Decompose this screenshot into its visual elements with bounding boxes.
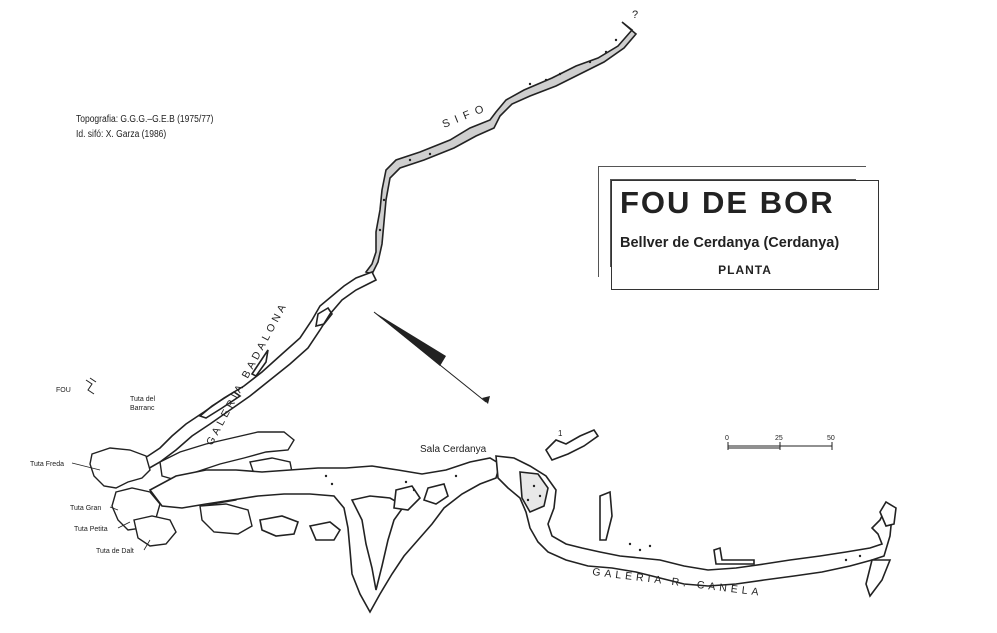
label-tuta-freda: Tuta Freda (30, 461, 64, 468)
label-tuta-petita: Tuta Petita (74, 526, 108, 533)
sediment-stipple (324, 38, 862, 562)
north-arrow-icon (373, 311, 490, 404)
entrance-symbol-icon (85, 377, 97, 395)
label-fou: FOU (56, 387, 71, 394)
label-sala-cerdanya: Sala Cerdanya (420, 444, 487, 455)
label-tuta-gran: Tuta Gran (70, 505, 101, 512)
map-view-type: PLANTA (718, 263, 772, 277)
scale-bar (727, 442, 833, 450)
scale-tick-25: 25 (775, 435, 783, 442)
entrance-leaders (71, 462, 151, 551)
scale-tick-50: 50 (827, 435, 835, 442)
title-box-shadow (598, 166, 866, 277)
title-box: FOU DE BOR Bellver de Cerdanya (Cerdanya… (611, 180, 879, 290)
central-gallery (148, 457, 501, 614)
label-tuta-dalt: Tuta de Dalt (96, 548, 134, 555)
label-mark-1: 1 (558, 429, 563, 438)
label-tuta-barranc-1: Tuta del (130, 396, 155, 403)
survey-credits: Topografia: G.G.G.–G.E.B (1975/77) Id. s… (76, 112, 213, 142)
western-maze (89, 431, 295, 547)
credits-line-2: Id. sifó: X. Garza (1986) (76, 129, 167, 140)
credits-line-1: Topografia: G.G.G.–G.E.B (1975/77) (76, 114, 214, 125)
scale-tick-0: 0 (725, 435, 729, 442)
galeria-canela-passage (495, 429, 897, 598)
label-tuta-barranc-2: Barranc (130, 405, 155, 412)
label-question: ? (632, 9, 638, 21)
siphon-passage (364, 21, 638, 275)
map-title: FOU DE BOR (620, 185, 835, 220)
map-location: Bellver de Cerdanya (Cerdanya) (620, 235, 840, 251)
